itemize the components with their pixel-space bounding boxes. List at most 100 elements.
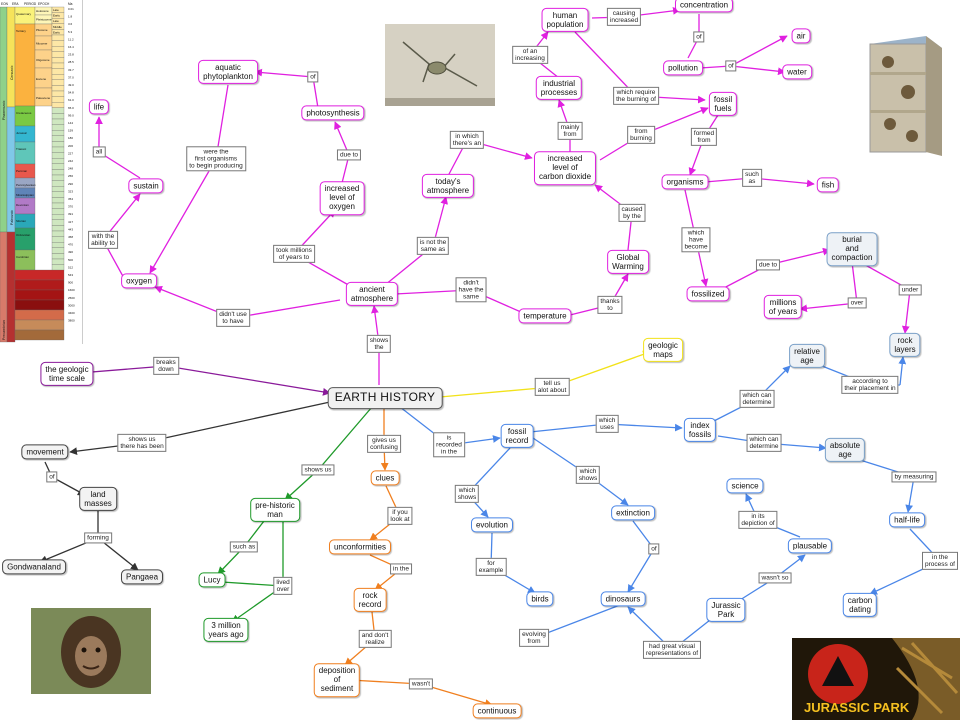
earth-history-node[interactable]: EARTH HISTORY xyxy=(327,387,443,409)
precambrian-cell xyxy=(14,319,65,331)
timescale-header: EON xyxy=(1,2,9,6)
prehistoric-man-node[interactable]: pre-historic man xyxy=(250,497,300,523)
connector-line xyxy=(730,65,786,76)
subdivision-cell xyxy=(51,230,65,237)
ma-label: 242 xyxy=(68,159,73,163)
subdivision-cell xyxy=(51,118,65,125)
pollution-node[interactable]: pollution xyxy=(663,60,703,76)
subdivision-cell xyxy=(51,202,65,209)
land-masses-node[interactable]: land masses xyxy=(79,486,117,512)
link-formed-from: formed from xyxy=(690,127,718,147)
subdivision-cell xyxy=(51,186,65,192)
temperature-node[interactable]: temperature xyxy=(518,308,572,324)
subdivision-cell xyxy=(51,225,65,232)
relative-age-node[interactable]: relative age xyxy=(789,343,825,369)
subdivision-cell xyxy=(51,174,65,181)
geologic-time-scale-node[interactable]: the geologic time scale xyxy=(40,361,94,387)
science-node[interactable]: science xyxy=(726,478,764,494)
sustain-node[interactable]: sustain xyxy=(128,178,164,194)
clues-node[interactable]: clues xyxy=(370,470,400,486)
ancient-atmosphere-node[interactable]: ancient atmosphere xyxy=(345,281,399,307)
ma-label: 144 xyxy=(68,121,73,125)
carbon-dating-node[interactable]: carbon dating xyxy=(842,592,878,618)
subdivision-cell xyxy=(51,247,65,254)
aquatic-phytoplankton-node[interactable]: aquatic phytoplankton xyxy=(198,59,258,85)
increased-co2-node[interactable]: increased level of carbon dioxide xyxy=(533,151,597,185)
index-fossils-node[interactable]: index fossils xyxy=(683,417,717,443)
ma-label: 417 xyxy=(68,220,73,224)
life-node[interactable]: life xyxy=(88,99,110,115)
connector-line xyxy=(627,520,655,593)
subdivision-label: Middle xyxy=(53,25,62,29)
movement-node[interactable]: movement xyxy=(21,444,69,460)
connector-line xyxy=(859,459,915,513)
link-such-as-lucy: such as xyxy=(229,541,259,553)
connector-line xyxy=(66,365,331,396)
rock-layers-node[interactable]: rock layers xyxy=(889,332,921,358)
water-node[interactable]: water xyxy=(782,64,812,80)
pangaea-node[interactable]: Pangaea xyxy=(120,569,164,585)
jurassic-park-node[interactable]: Jurassic Park xyxy=(706,597,746,623)
todays-atmosphere-node[interactable]: today's atmosphere xyxy=(421,173,475,199)
photosynthesis-node[interactable]: photosynthesis xyxy=(301,105,365,121)
half-life-node[interactable]: half-life xyxy=(889,512,925,528)
rock-record-node[interactable]: rock record xyxy=(353,587,387,613)
air-node[interactable]: air xyxy=(791,28,811,44)
connector-line xyxy=(284,406,373,501)
link-according-to: according to their placement in xyxy=(841,375,899,395)
subdivision-cell xyxy=(51,141,65,148)
unconformities-node[interactable]: unconformities xyxy=(328,539,392,555)
ma-label: 290 xyxy=(68,182,73,186)
fossil-fuels-node[interactable]: fossil fuels xyxy=(708,91,738,117)
gondwanaland-node[interactable]: Gondwanaland xyxy=(2,559,66,575)
link-and-dont-realize: and don't realize xyxy=(358,629,392,649)
precambrian-cell xyxy=(14,329,65,341)
subdivision-cell xyxy=(51,79,65,86)
fish-node[interactable]: fish xyxy=(816,177,840,193)
precambrian-cell xyxy=(14,279,65,291)
burial-compaction-node[interactable]: burial and compaction xyxy=(826,232,878,266)
oxygen-node[interactable]: oxygen xyxy=(121,273,157,289)
geologic-maps-node[interactable]: geologic maps xyxy=(643,337,683,363)
lucy-node[interactable]: Lucy xyxy=(198,572,226,588)
global-warming-node[interactable]: Global Warming xyxy=(607,249,649,275)
deposition-of-sediment-node[interactable]: deposition of sediment xyxy=(313,663,361,697)
link-due-to-oxygen: due to xyxy=(336,149,362,161)
subdivision-cell xyxy=(51,264,65,271)
increased-oxygen-node[interactable]: increased level of oxygen xyxy=(319,181,365,215)
link-wasnt-so: wasn't so xyxy=(758,572,792,584)
millions-of-years-node[interactable]: millions of years xyxy=(763,294,803,320)
fossilized-node[interactable]: fossilized xyxy=(686,286,730,302)
industrial-processes-node[interactable]: industrial processes xyxy=(535,75,583,101)
plausable-node[interactable]: plausable xyxy=(787,538,833,554)
ma-label: 54.8 xyxy=(68,91,74,95)
concentration-node[interactable]: concentration xyxy=(674,0,734,13)
organisms-node[interactable]: organisms xyxy=(661,174,709,190)
ma-label: 49.0 xyxy=(68,83,74,87)
period-label: Devonian xyxy=(16,203,29,207)
subdivision-cell xyxy=(51,135,65,142)
epoch-label: Paleocene xyxy=(36,96,51,100)
period-label: Permian xyxy=(16,169,28,173)
continuous-node[interactable]: continuous xyxy=(472,703,522,719)
extinction-node[interactable]: extinction xyxy=(611,505,655,521)
eon-label: Phanerozoic xyxy=(2,100,6,120)
link-were-the-first: were the first organisms to begin produc… xyxy=(186,146,246,172)
human-population-node[interactable]: human population xyxy=(541,7,589,33)
ma-label: 3000 xyxy=(68,303,75,307)
evolution-node[interactable]: evolution xyxy=(470,517,514,533)
dinosaurs-node[interactable]: dinosaurs xyxy=(600,591,646,607)
link-in-its-depiction: in its depiction of xyxy=(738,510,778,530)
birds-node[interactable]: birds xyxy=(526,591,554,607)
subdivision-cell xyxy=(51,191,65,198)
subdivision-cell xyxy=(51,85,65,92)
link-from-burning: from burning xyxy=(627,125,655,145)
subdivision-cell xyxy=(51,214,65,220)
link-if-you-look-at: if you look at xyxy=(387,506,413,526)
subdivision-cell xyxy=(51,74,65,80)
link-in-which-theres-an: in which there's an xyxy=(449,130,485,150)
three-million-years-node[interactable]: 3 million years ago xyxy=(203,617,249,643)
ma-label: 180 xyxy=(68,136,73,140)
fossil-record-node[interactable]: fossil record xyxy=(500,423,534,449)
absolute-age-node[interactable]: absolute age xyxy=(824,437,866,463)
